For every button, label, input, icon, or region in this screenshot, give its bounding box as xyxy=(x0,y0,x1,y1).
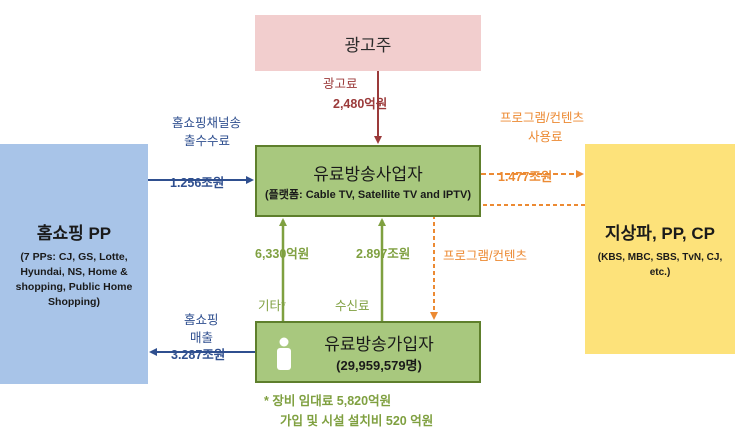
terrestrial-title: 지상파, PP, CP xyxy=(605,223,715,243)
subscribers-count: (29,959,579명) xyxy=(336,358,422,373)
other-label: 기타* xyxy=(258,299,286,313)
subscribers-title: 유료방송가입자 xyxy=(324,335,434,354)
ad-fee-label: 광고료 xyxy=(323,77,358,91)
other-value: 6,330억원 xyxy=(255,247,310,261)
channel-fee-label-1: 홈쇼핑채널송 xyxy=(172,116,242,130)
terrestrial-subtitle: (KBS, MBC, SBS, TvN, CJ, etc.) xyxy=(597,251,723,278)
home-shopping-subtitle: (7 PPs: CJ, GS, Lotte, Hyundai, NS, Home… xyxy=(15,250,133,308)
footnote-line-1: * 장비 임대료 5,820억원 xyxy=(264,394,392,408)
advertiser-title: 광고주 xyxy=(344,35,392,55)
operator-subtitle: (플랫폼: Cable TV, Satellite TV and IPTV) xyxy=(265,188,471,201)
footnote-line-2: 가입 및 시설 설치비 520 억원 xyxy=(280,414,434,428)
channel-fee-value: 1.256조원 xyxy=(170,176,225,190)
operator-title: 유료방송사업자 xyxy=(313,164,423,184)
home-shopping-box: 홈쇼핑 PP (7 PPs: CJ, GS, Lotte, Hyundai, N… xyxy=(0,144,148,384)
home-sales-label-1: 홈쇼핑 xyxy=(184,313,219,327)
reception-fee-label: 수신료 xyxy=(335,299,370,313)
advertiser-box: 광고주 xyxy=(255,15,481,71)
subscribers-box: 유료방송가입자 (29,959,579명) xyxy=(255,321,481,383)
program-content-label: 프로그램/컨텐츠 xyxy=(443,249,527,263)
home-sales-value: 3.287조원 xyxy=(171,348,226,362)
program-fee-value: 1.477조원 xyxy=(498,170,553,184)
channel-fee-label-2: 출수수료 xyxy=(184,134,231,148)
reception-fee-value: 2.897조원 xyxy=(356,247,411,261)
ad-fee-value: 2,480억원 xyxy=(333,97,388,111)
program-fee-label-1: 프로그램/컨텐츠 xyxy=(500,111,584,125)
terrestrial-box: 지상파, PP, CP (KBS, MBC, SBS, TvN, CJ, etc… xyxy=(585,144,735,354)
operator-box: 유료방송사업자 (플랫폼: Cable TV, Satellite TV and… xyxy=(255,145,481,217)
program-fee-label-2: 사용료 xyxy=(528,130,563,144)
person-icon xyxy=(277,337,291,370)
home-sales-label-2: 매출 xyxy=(190,331,214,345)
home-shopping-title: 홈쇼핑 PP xyxy=(36,223,112,243)
